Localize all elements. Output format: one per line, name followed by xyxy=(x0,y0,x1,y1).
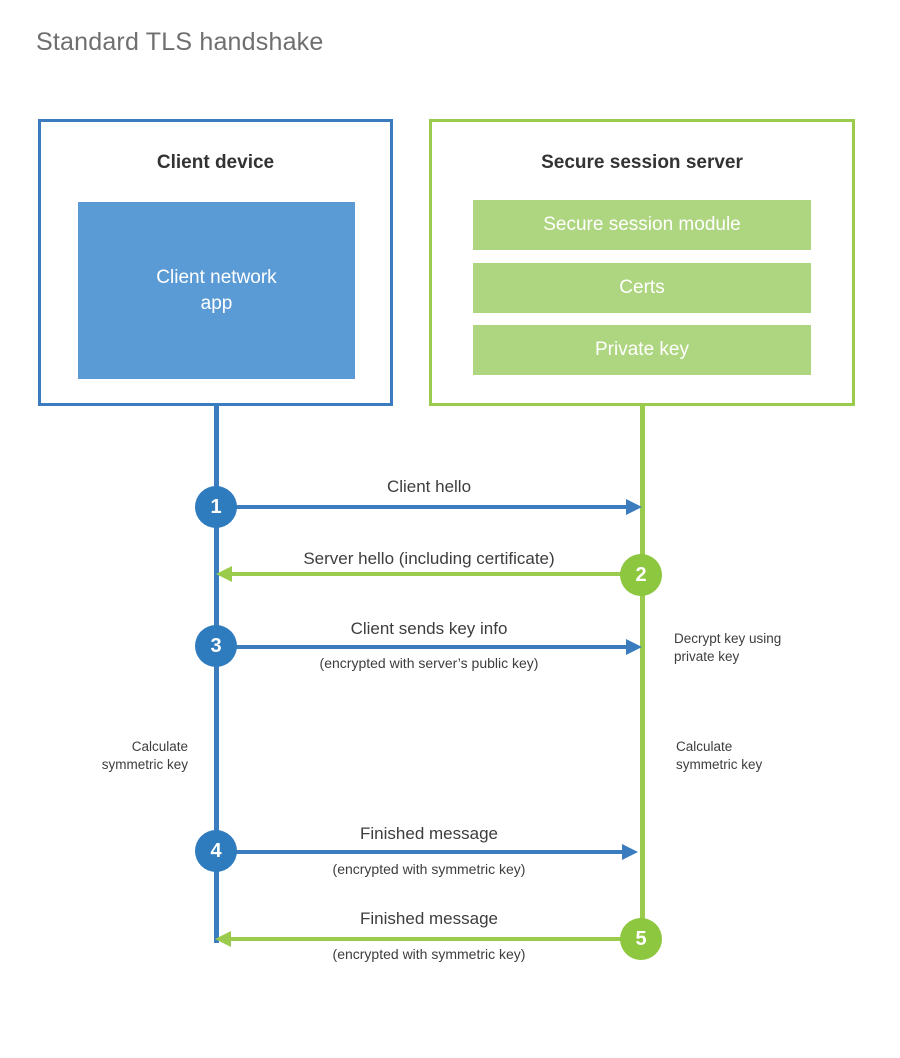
note-calculate-symmetric-key-server: Calculate symmetric key xyxy=(676,739,763,773)
message-label-step-4: Finished message xyxy=(360,824,498,843)
step-marker-4[interactable]: 4 xyxy=(195,830,237,872)
message-label-step-3: Client sends key info xyxy=(350,619,508,638)
server-component-secure-session-module: Secure session module xyxy=(473,200,811,250)
arrow-step-4 xyxy=(217,844,638,860)
message-sublabel-step-4: (encrypted with symmetric key) xyxy=(332,861,526,877)
arrow-step-5 xyxy=(215,931,639,947)
note-calculate-symmetric-key-client: Calculate symmetric key xyxy=(101,739,188,773)
server-component-private-key: Private key xyxy=(473,325,811,375)
secure-session-server-title: Secure session server xyxy=(541,152,743,173)
client-device-title: Client device xyxy=(156,152,275,173)
message-sublabel-step-5: (encrypted with symmetric key) xyxy=(332,946,526,962)
step-marker-5[interactable]: 5 xyxy=(620,918,662,960)
client-network-app-block: Client network app xyxy=(78,202,355,379)
arrow-step-1 xyxy=(217,499,642,515)
message-label-step-5: Finished message xyxy=(360,909,498,928)
server-component-certs: Certs xyxy=(473,263,811,313)
arrow-step-3 xyxy=(217,639,642,655)
message-label-step-1: Client hello xyxy=(386,477,472,496)
page-title: Standard TLS handshake xyxy=(36,28,324,56)
message-label-step-2: Server hello (including certificate) xyxy=(303,549,555,568)
step-marker-1[interactable]: 1 xyxy=(195,486,237,528)
note-decrypt-key: Decrypt key using private key xyxy=(674,631,782,665)
server-lifeline xyxy=(640,406,645,941)
secure-session-server-panel: Secure session server Secure session mod… xyxy=(429,119,855,406)
step-marker-3[interactable]: 3 xyxy=(195,625,237,667)
message-sublabel-step-3: (encrypted with server’s public key) xyxy=(319,655,539,671)
client-lifeline xyxy=(214,406,219,943)
client-device-panel: Client device Client network app xyxy=(38,119,393,406)
step-marker-2[interactable]: 2 xyxy=(620,554,662,596)
